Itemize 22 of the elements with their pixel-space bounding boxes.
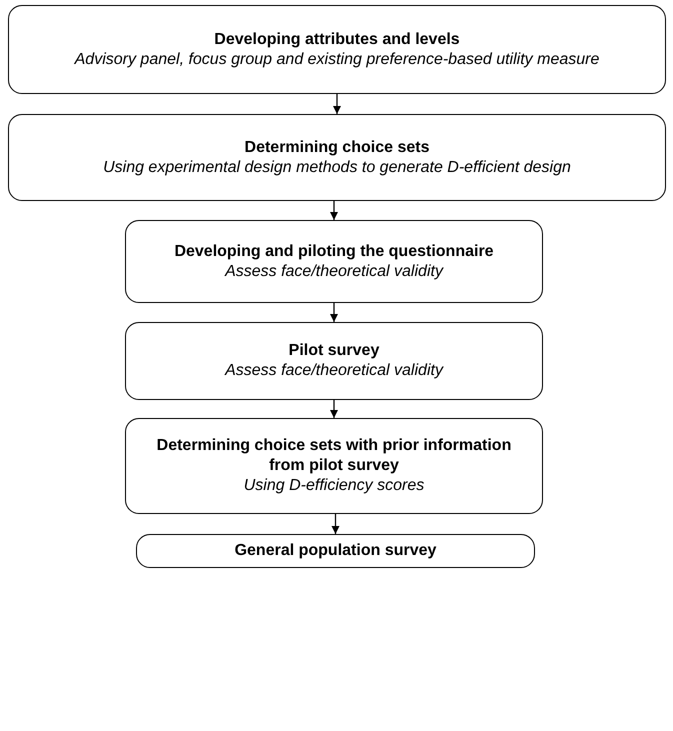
step-description: Assess face/theoretical validity xyxy=(225,262,443,282)
step-title: Developing and piloting the questionnaire xyxy=(174,242,494,262)
arrow xyxy=(330,201,338,220)
arrow xyxy=(332,514,340,534)
step-description: Assess face/theoretical validity xyxy=(225,361,443,381)
process-box xyxy=(8,114,666,201)
step-title: Determining choice sets with prior information from pilot survey xyxy=(156,436,512,476)
process-box xyxy=(136,534,535,568)
arrow xyxy=(330,400,338,418)
process-box xyxy=(8,5,666,94)
step-title: Determining choice sets xyxy=(244,138,430,158)
step-description: Using experimental design methods to generate D-efficient design xyxy=(103,158,571,178)
process-box xyxy=(125,220,543,303)
step-description: Using D-efficiency scores xyxy=(244,476,424,496)
arrow xyxy=(330,303,338,322)
process-box xyxy=(125,322,543,400)
process-box xyxy=(125,418,543,514)
step-title: General population survey xyxy=(234,541,436,561)
step-title: Developing attributes and levels xyxy=(214,30,460,50)
step-description: Advisory panel, focus group and existing preference-based utility measure xyxy=(74,50,600,70)
arrow xyxy=(333,94,341,114)
step-title: Pilot survey xyxy=(288,341,380,361)
